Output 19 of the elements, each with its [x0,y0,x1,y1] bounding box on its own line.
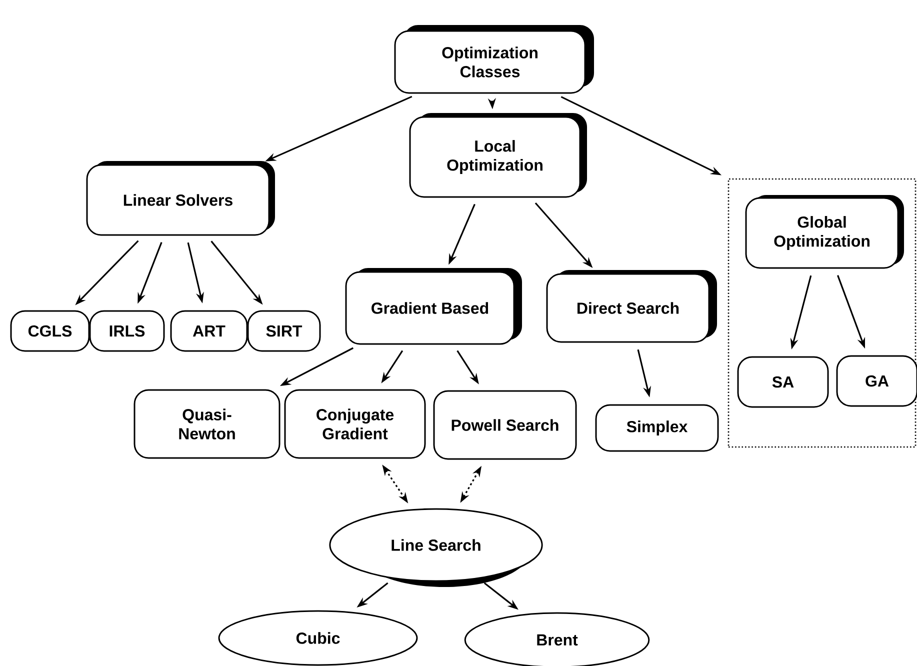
rounded-box: Global Optimization [745,195,904,269]
rounded-box: Direct Search [546,270,718,343]
rounded-box: Quasi-Newton [134,389,280,459]
ellipse-node: Cubic [218,610,418,666]
rounded-box: Powell Search [433,390,577,460]
rounded-box: GA [836,355,917,407]
rounded-box: Gradient Based [345,268,522,345]
rounded-box: SIRT [247,310,321,352]
ellipse-node: Line Search [329,508,543,587]
rounded-box: CGLS [10,310,90,352]
rounded-box: IRLS [89,310,165,352]
rounded-box: Conjugate Gradient [284,389,426,459]
dotted-group-box [728,178,916,448]
rounded-box: SA [737,356,829,408]
rounded-box: Simplex [595,404,719,452]
rounded-box: Linear Solvers [86,161,275,236]
rounded-box: ART [170,310,248,352]
rounded-box: Local Optimization [409,113,587,198]
rounded-box: Optimization Classes [394,25,594,94]
